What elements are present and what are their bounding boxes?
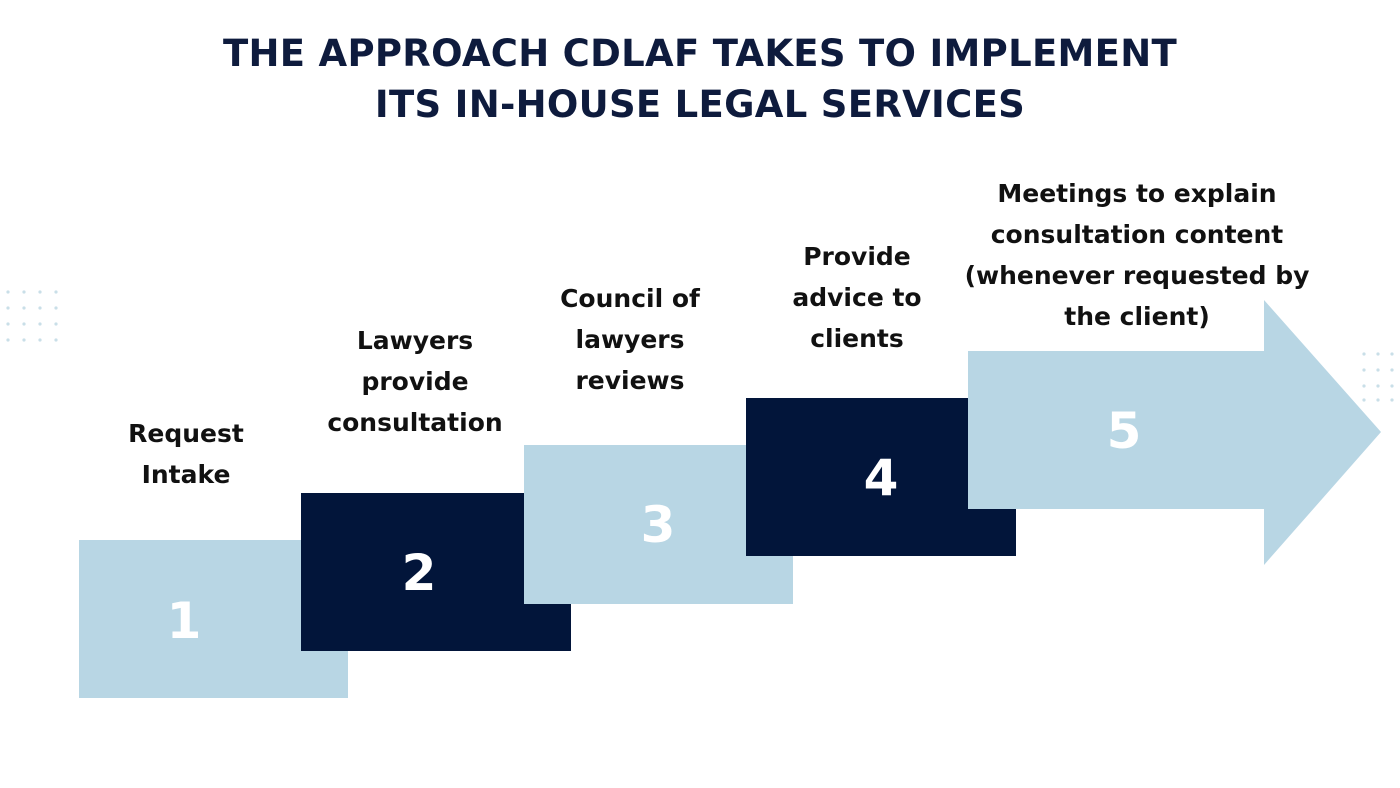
step-1-label-line: Intake bbox=[141, 460, 231, 489]
title-line-1: THE APPROACH CDLAF TAKES TO IMPLEMENT bbox=[222, 32, 1178, 75]
step-1-number: 1 bbox=[167, 592, 202, 650]
step-5-number: 5 bbox=[1107, 402, 1142, 460]
title-line-2: ITS IN-HOUSE LEGAL SERVICES bbox=[374, 83, 1026, 126]
step-5-label-line: consultation content bbox=[990, 220, 1284, 249]
step-1-label: Request Intake bbox=[66, 413, 306, 495]
decorative-dots-right bbox=[1362, 352, 1394, 402]
step-5-label-line: the client) bbox=[1064, 302, 1210, 331]
step-3-label-line: Council of bbox=[560, 284, 700, 313]
step-2-label: Lawyers provide consultation bbox=[285, 320, 545, 443]
step-5-label-line: Meetings to explain bbox=[997, 179, 1277, 208]
step-4-label-line: clients bbox=[810, 324, 904, 353]
step-2-label-line: Lawyers bbox=[356, 326, 474, 355]
step-3-label-line: reviews bbox=[575, 366, 685, 395]
step-2-number: 2 bbox=[402, 544, 437, 602]
step-4-label-line: Provide bbox=[803, 242, 911, 271]
step-4-label-line: advice to bbox=[792, 283, 922, 312]
step-5-label-line: (whenever requested by bbox=[964, 261, 1310, 290]
step-3-label: Council of lawyers reviews bbox=[510, 278, 750, 401]
step-4-number: 4 bbox=[864, 449, 899, 507]
step-5-label: Meetings to explain consultation content… bbox=[932, 173, 1342, 337]
decorative-dots-left bbox=[6, 290, 58, 342]
step-3-label-line: lawyers bbox=[575, 325, 685, 354]
step-4-label: Provide advice to clients bbox=[737, 236, 977, 359]
step-3-number: 3 bbox=[641, 496, 676, 554]
step-5-arrow bbox=[968, 300, 1381, 565]
step-1-label-line: Request bbox=[128, 419, 244, 448]
step-2-label-line: consultation bbox=[327, 408, 503, 437]
step-2-label-line: provide bbox=[361, 367, 469, 396]
page-title: THE APPROACH CDLAF TAKES TO IMPLEMENT IT… bbox=[0, 28, 1400, 130]
